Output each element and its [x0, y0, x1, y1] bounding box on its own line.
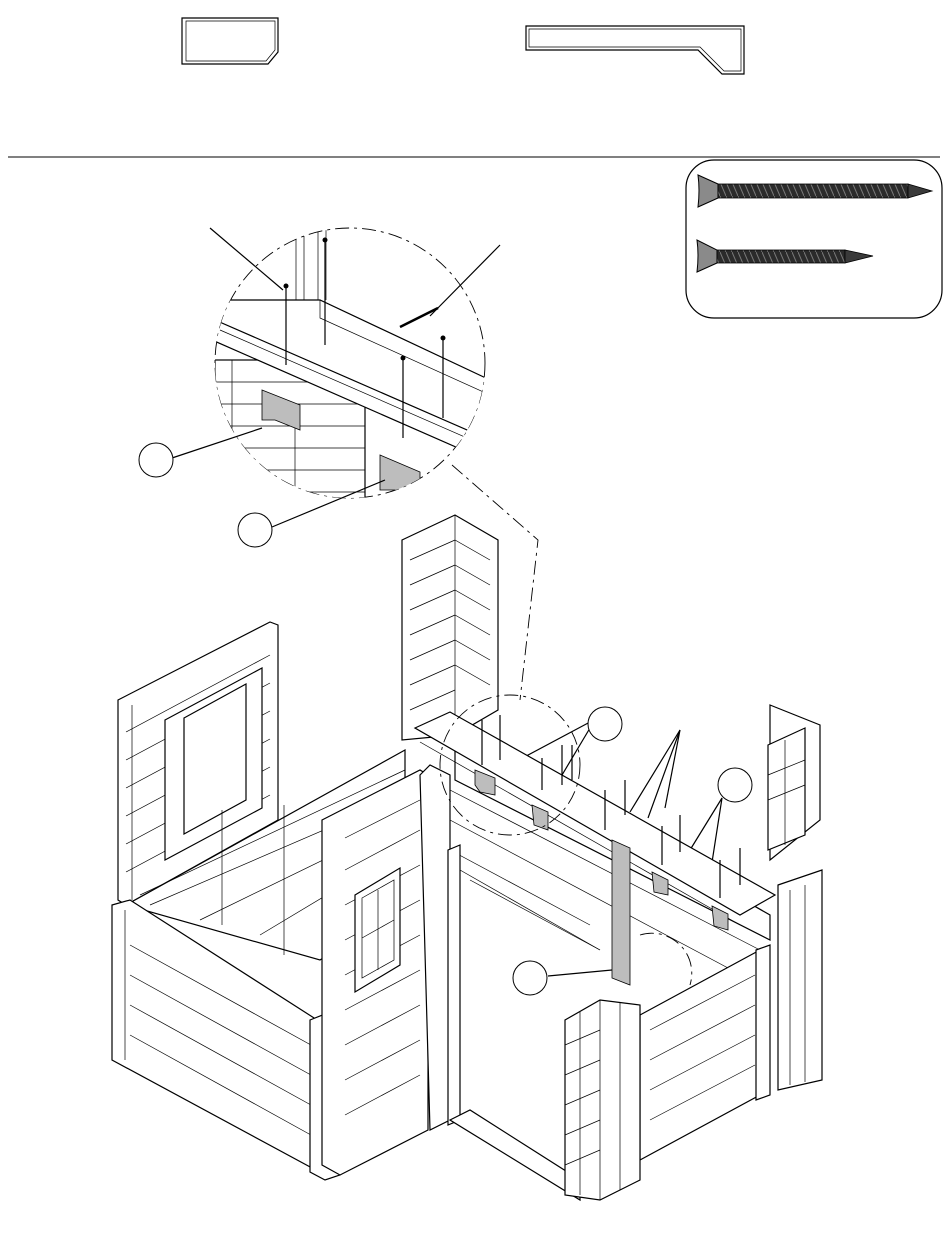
hardware-box — [686, 160, 942, 318]
callout-circle-3 — [588, 707, 622, 741]
long-board-part — [526, 26, 744, 74]
short-board-part — [182, 18, 278, 64]
playhouse-structure — [112, 515, 822, 1200]
callout-circle-4 — [718, 768, 752, 802]
short-screw-icon — [697, 240, 873, 272]
zoom-detail — [212, 228, 490, 520]
callout-circle-5 — [513, 961, 547, 995]
callout-circle-2 — [238, 513, 272, 547]
long-screw-icon — [698, 175, 932, 207]
callout-circle-1 — [139, 443, 173, 477]
screw-region-marker — [640, 933, 692, 985]
